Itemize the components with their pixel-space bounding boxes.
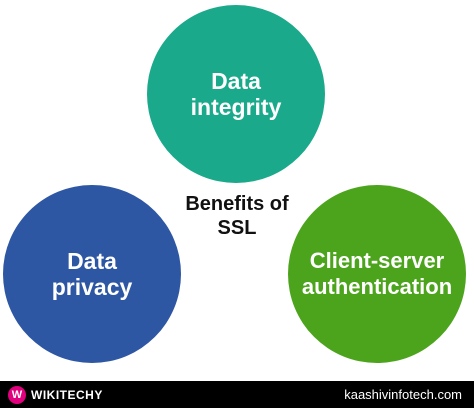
circle-label: Data integrity xyxy=(191,68,282,120)
wikitechy-logo-icon: W xyxy=(8,385,26,404)
circle-data-privacy: Data privacy xyxy=(3,185,181,363)
brand: W WIKITECHY xyxy=(8,385,103,404)
brand-name: WIKITECHY xyxy=(31,387,103,402)
circle-label-line1: Data xyxy=(211,68,261,94)
circle-label-line2: authentication xyxy=(301,274,453,299)
circle-label-line1: Client-server xyxy=(309,248,445,273)
circle-client-server-authentication: Client-server authentication xyxy=(288,185,466,363)
circle-label: Client-server authentication xyxy=(302,248,452,300)
circle-label-line2: privacy xyxy=(51,274,133,300)
footer-bar: W WIKITECHY kaashivinfotech.com xyxy=(0,381,474,408)
circle-label-line1: Data xyxy=(67,248,117,274)
circle-label-line2: integrity xyxy=(190,94,282,120)
circle-data-integrity: Data integrity xyxy=(147,5,325,183)
circle-label: Data privacy xyxy=(52,248,133,300)
center-title: Benefits of SSL xyxy=(168,192,306,240)
site-url: kaashivinfotech.com xyxy=(344,387,462,402)
center-title-line1: Benefits of xyxy=(185,193,289,215)
center-title-line2: SSL xyxy=(217,217,257,239)
